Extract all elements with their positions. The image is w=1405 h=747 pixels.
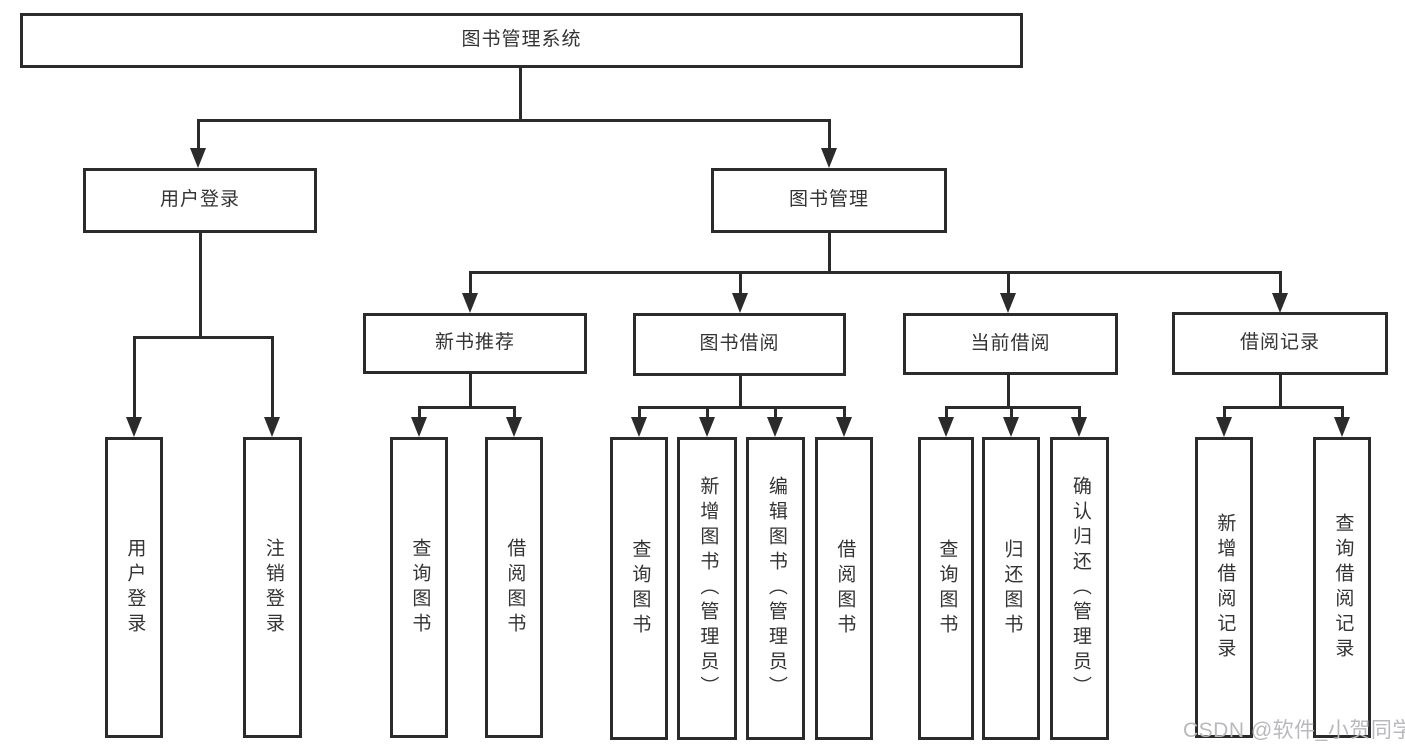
node-book-borrowing: 图书借阅 bbox=[633, 313, 846, 376]
arrow-head bbox=[264, 417, 280, 437]
connector-line bbox=[1078, 406, 1081, 419]
leaf-confirm-return-admin: 确认归还（管理员） bbox=[1050, 437, 1109, 740]
connector-line bbox=[1010, 406, 1013, 419]
connector-line bbox=[706, 406, 709, 419]
leaf-add-books-admin: 新增图书（管理员） bbox=[677, 437, 737, 740]
connector-line bbox=[519, 68, 522, 121]
arrow-head bbox=[699, 417, 715, 437]
connector-line bbox=[469, 373, 472, 408]
leaf-add-borrow-record: 新增借阅记录 bbox=[1195, 437, 1253, 738]
leaf-query-borrow-record: 查询借阅记录 bbox=[1313, 437, 1371, 738]
csdn-watermark: CSDN @软件_小贺同学 bbox=[1183, 719, 1405, 742]
connector-line bbox=[1007, 271, 1010, 295]
arrow-head bbox=[767, 417, 783, 437]
leaf-logout: 注销登录 bbox=[243, 437, 302, 738]
connector-line bbox=[828, 233, 831, 273]
node-current-borrowing: 当前借阅 bbox=[903, 313, 1118, 375]
connector-line bbox=[739, 271, 742, 295]
connector-line bbox=[945, 406, 948, 419]
leaf-borrow-books: 借阅图书 bbox=[815, 437, 873, 740]
arrow-head bbox=[126, 417, 142, 437]
node-user-login: 用户登录 bbox=[83, 168, 317, 233]
arrow-head bbox=[1003, 417, 1019, 437]
connector-line bbox=[1223, 406, 1344, 409]
connector-line bbox=[513, 406, 516, 419]
leaf-edit-books-admin: 编辑图书（管理员） bbox=[746, 437, 805, 740]
connector-line bbox=[1341, 406, 1344, 419]
connector-line bbox=[1279, 271, 1282, 295]
arrow-head bbox=[821, 148, 837, 168]
connector-line bbox=[133, 336, 274, 339]
arrow-head bbox=[190, 148, 206, 168]
node-new-book-recommendation: 新书推荐 bbox=[363, 313, 587, 374]
arrow-head bbox=[938, 417, 954, 437]
connector-line bbox=[774, 406, 777, 419]
connector-line bbox=[828, 119, 831, 149]
arrow-head bbox=[1334, 417, 1350, 437]
arrow-head bbox=[1071, 417, 1087, 437]
arrow-head bbox=[1000, 293, 1016, 313]
connector-line bbox=[469, 271, 1282, 274]
arrow-head bbox=[411, 417, 427, 437]
leaf-query-books-borrowing: 查询图书 bbox=[610, 437, 668, 740]
leaf-return-books: 归还图书 bbox=[982, 437, 1040, 740]
leaf-borrow-books-recommend: 借阅图书 bbox=[485, 437, 543, 738]
leaf-query-books-recommend: 查询图书 bbox=[390, 437, 448, 738]
arrow-head bbox=[732, 293, 748, 313]
arrow-head bbox=[1216, 417, 1232, 437]
connector-line bbox=[469, 271, 472, 295]
connector-line bbox=[133, 336, 136, 418]
connector-line bbox=[638, 406, 641, 419]
arrow-head bbox=[462, 293, 478, 313]
connector-line bbox=[1279, 375, 1282, 408]
connector-line bbox=[739, 375, 742, 408]
connector-line bbox=[418, 406, 421, 419]
leaf-query-books-current: 查询图书 bbox=[918, 437, 974, 740]
node-book-management: 图书管理 bbox=[711, 168, 947, 233]
arrow-head bbox=[836, 417, 852, 437]
arrow-head bbox=[506, 417, 522, 437]
connector-line bbox=[945, 406, 1081, 409]
connector-line bbox=[271, 336, 274, 418]
connector-line bbox=[197, 119, 200, 149]
connector-line bbox=[199, 233, 202, 338]
connector-line bbox=[197, 119, 831, 122]
arrow-head bbox=[1272, 293, 1288, 313]
connector-line bbox=[418, 406, 516, 409]
leaf-user-login: 用户登录 bbox=[105, 437, 163, 738]
connector-line bbox=[1007, 375, 1010, 408]
node-borrowing-records: 借阅记录 bbox=[1172, 312, 1388, 375]
connector-line bbox=[843, 406, 846, 419]
arrow-head bbox=[631, 417, 647, 437]
connector-line bbox=[1223, 406, 1226, 419]
node-library-management-system: 图书管理系统 bbox=[20, 13, 1023, 68]
connector-line bbox=[638, 406, 846, 409]
